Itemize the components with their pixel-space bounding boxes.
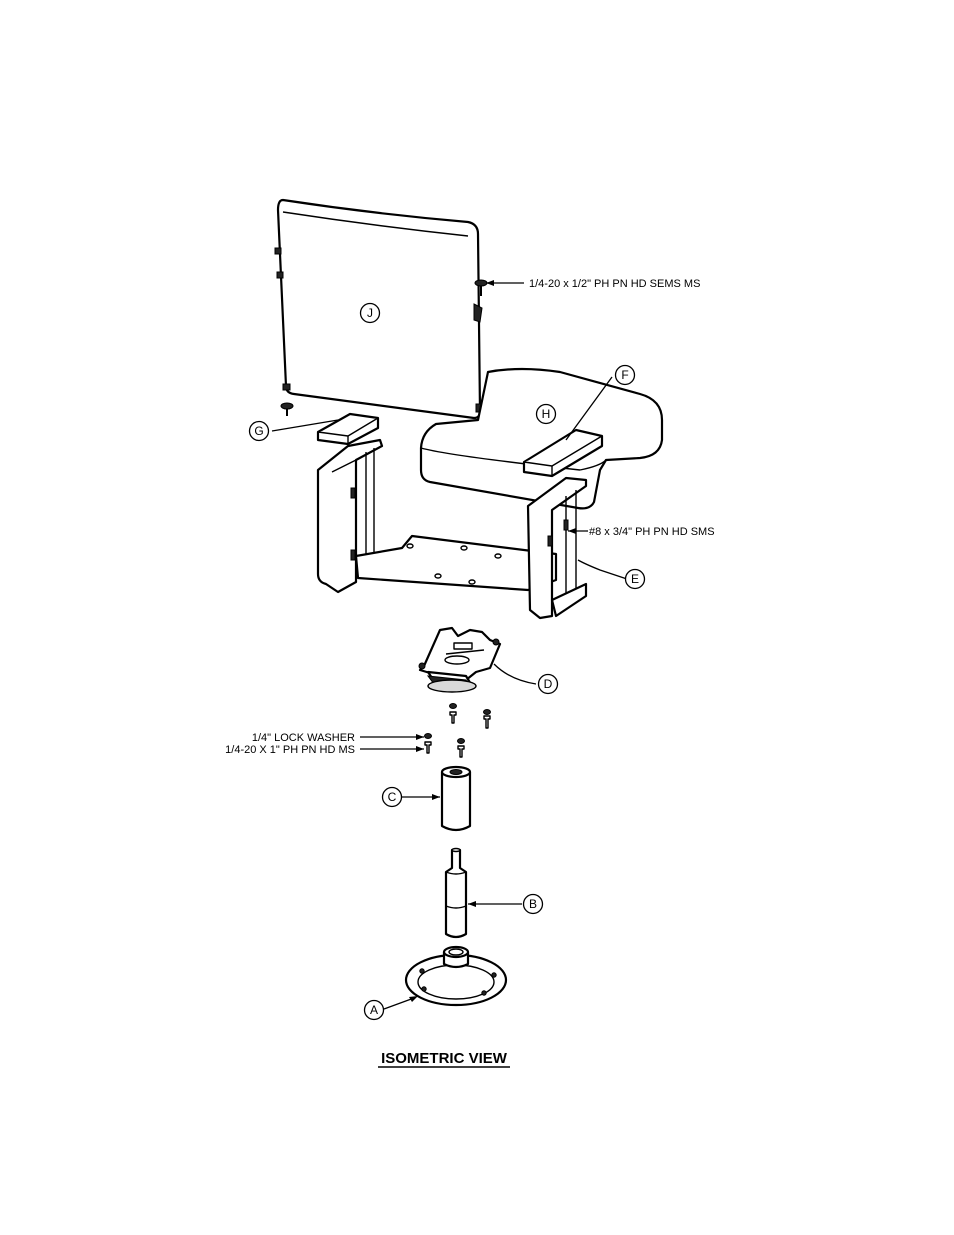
note-lock-washer: 1/4" LOCK WASHER bbox=[252, 732, 355, 744]
callout-b: B bbox=[522, 893, 544, 915]
callout-e: E bbox=[624, 568, 646, 590]
svg-text:F: F bbox=[621, 368, 628, 382]
callout-d: D bbox=[537, 673, 559, 695]
note-frame-screw: #8 x 3/4" PH PN HD SMS bbox=[589, 526, 715, 538]
view-title: ISOMETRIC VIEW bbox=[381, 1050, 508, 1067]
callout-a: A bbox=[363, 999, 385, 1021]
note-back-screw: 1/4-20 x 1/2" PH PN HD SEMS MS bbox=[529, 278, 700, 290]
svg-text:D: D bbox=[544, 677, 553, 691]
svg-text:J: J bbox=[367, 306, 373, 320]
callout-h: H bbox=[535, 403, 557, 425]
callout-j: J bbox=[359, 302, 381, 324]
base-hardware bbox=[424, 703, 491, 758]
armrest-pad-part-g bbox=[316, 412, 380, 446]
leader-lines bbox=[271, 280, 628, 1010]
swivel-plate-part-d bbox=[418, 626, 502, 693]
svg-text:A: A bbox=[370, 1003, 378, 1017]
note-base-screw: 1/4-20 X 1" PH PN HD MS bbox=[225, 744, 355, 756]
svg-text:E: E bbox=[631, 572, 639, 586]
callout-c: C bbox=[381, 786, 403, 808]
svg-text:B: B bbox=[529, 897, 537, 911]
callout-g: G bbox=[248, 420, 270, 442]
base-plate-part-a bbox=[404, 945, 508, 1007]
armrest-pad-part-f bbox=[522, 428, 604, 478]
adapter-sleeve-part-c bbox=[440, 765, 472, 832]
seat-frame-part-e bbox=[316, 438, 588, 620]
gas-cylinder-part-b bbox=[444, 847, 468, 939]
svg-text:C: C bbox=[388, 790, 397, 804]
svg-text:G: G bbox=[254, 424, 263, 438]
svg-text:H: H bbox=[542, 407, 551, 421]
callout-f: F bbox=[614, 364, 636, 386]
seat-back-part-j bbox=[274, 198, 490, 444]
